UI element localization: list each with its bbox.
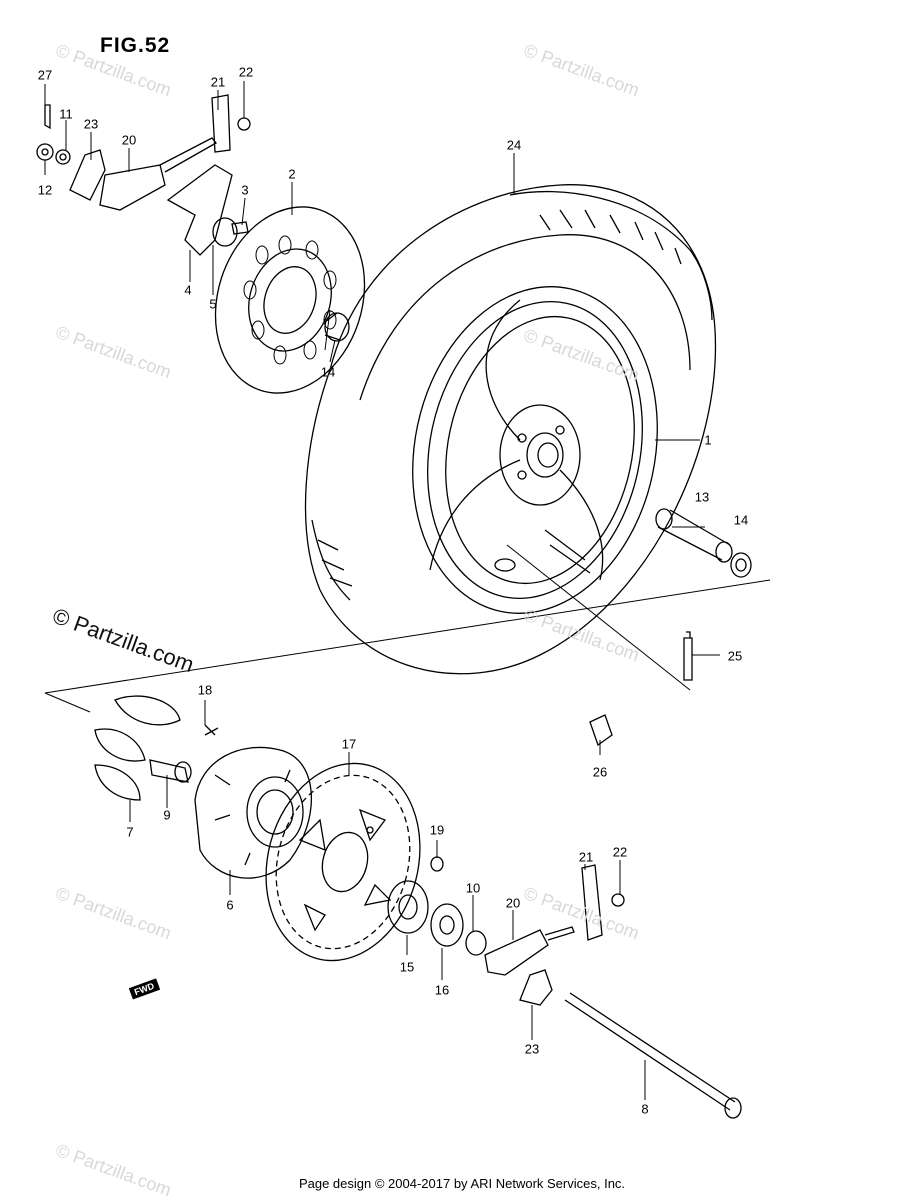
callout-11: 11 bbox=[59, 106, 73, 122]
callout-23b: 23 bbox=[524, 1041, 540, 1057]
callout-19: 19 bbox=[429, 822, 445, 838]
callout-22: 22 bbox=[238, 64, 254, 80]
callout-8: 8 bbox=[641, 1101, 649, 1117]
callout-12: 12 bbox=[37, 182, 53, 198]
callout-20: 20 bbox=[121, 132, 137, 148]
callout-3: 3 bbox=[241, 182, 249, 198]
rear-sprocket bbox=[265, 762, 421, 962]
caliper-bracket bbox=[166, 164, 350, 342]
callout-9: 9 bbox=[163, 807, 171, 823]
assembly-lines bbox=[44, 309, 771, 713]
callout-18: 18 bbox=[197, 682, 213, 698]
callout-14b: 14 bbox=[733, 512, 749, 528]
callout-23: 23 bbox=[83, 116, 99, 132]
callout-21: 21 bbox=[210, 74, 226, 90]
axle-spacer bbox=[655, 508, 752, 578]
rear-wheel-rim bbox=[412, 286, 658, 614]
callout-20b: 20 bbox=[505, 895, 521, 911]
brake-disc bbox=[214, 206, 366, 394]
callout-2: 2 bbox=[288, 166, 296, 182]
tire-valve bbox=[683, 631, 693, 681]
callout-21b: 21 bbox=[578, 849, 594, 865]
callout-4: 4 bbox=[184, 282, 192, 298]
figure-title: FIG.52 bbox=[100, 34, 171, 57]
callout-26: 26 bbox=[592, 764, 608, 780]
callout-7: 7 bbox=[126, 824, 134, 840]
sprocket-hub bbox=[194, 746, 313, 879]
callout-22b: 22 bbox=[612, 844, 628, 860]
callout-5: 5 bbox=[209, 296, 217, 312]
callout-1: 1 bbox=[704, 432, 712, 448]
leader-lines bbox=[44, 81, 646, 1100]
lower-parts bbox=[387, 714, 742, 1119]
cush-drive-damper bbox=[94, 695, 219, 801]
callout-15: 15 bbox=[399, 959, 415, 975]
callout-14: 14 bbox=[320, 364, 336, 380]
callout-6: 6 bbox=[226, 897, 234, 913]
callout-25: 25 bbox=[727, 648, 743, 664]
footer-copyright: Page design © 2004-2017 by ARI Network S… bbox=[298, 1176, 626, 1191]
adjuster-parts-top bbox=[36, 94, 251, 235]
callout-13: 13 bbox=[694, 489, 710, 505]
callout-16: 16 bbox=[434, 982, 450, 998]
rear-tire bbox=[304, 184, 717, 675]
callout-27: 27 bbox=[37, 67, 53, 83]
callout-24: 24 bbox=[506, 137, 522, 153]
callout-17: 17 bbox=[341, 736, 357, 752]
callout-10: 10 bbox=[465, 880, 481, 896]
